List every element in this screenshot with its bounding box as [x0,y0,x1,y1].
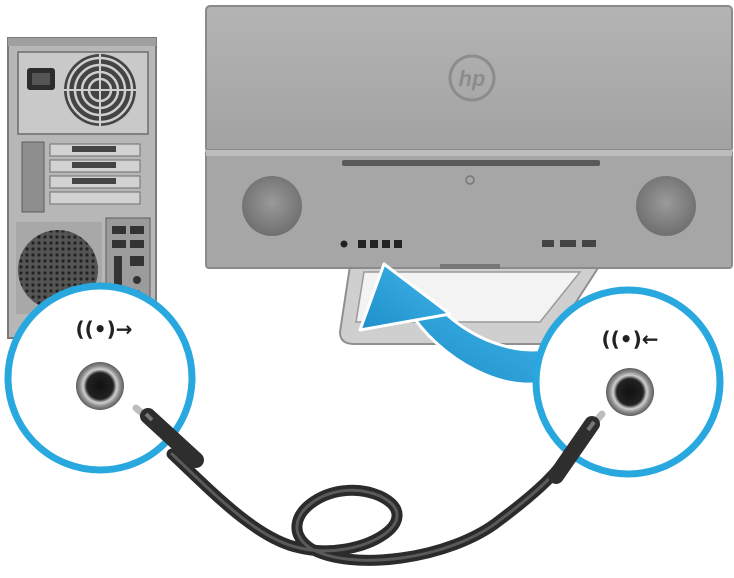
audio-in-icon: ((•)← [602,327,659,351]
left-speaker [242,176,302,236]
curved-arrow-icon [358,262,562,386]
power-supply [17,51,149,135]
right-zoom-callout: ((•)← [532,286,724,484]
audio-in-jack [606,368,654,416]
hp-logo-icon: hp [448,54,496,102]
audio-cable [166,444,578,566]
audio-out-jack [76,362,124,410]
monitor-rear: hp [205,5,733,345]
left-zoom-callout: ((•)→ [4,282,204,474]
left-plug [132,404,204,468]
audio-out-icon: ((•)→ [76,317,133,341]
right-plug [548,410,606,484]
pc-tower [7,37,157,339]
power-indicator-icon [465,175,475,185]
monitor-ports [340,240,596,248]
monitor-logo-text: hp [459,66,486,91]
expansion-slots [21,141,141,213]
right-speaker [636,176,696,236]
